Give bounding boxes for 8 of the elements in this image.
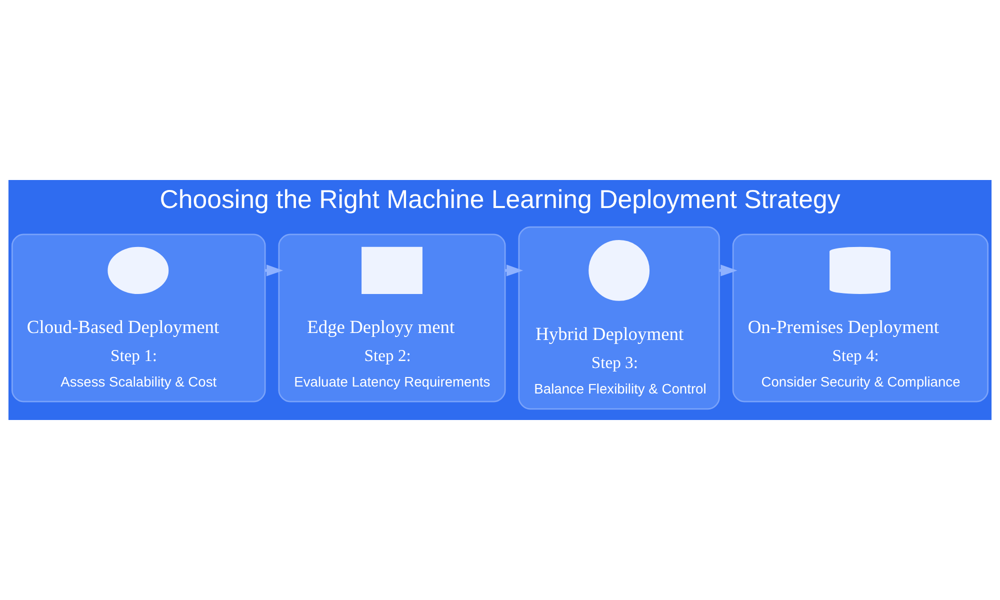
- cluster: Cloud-Based Deployment Step 1: Assess Scalability & Cost: [11, 234, 266, 402]
- cluster: On-Premises Deployment Step 4: Consider Security & Compliance: [732, 234, 989, 402]
- node-monitor: [362, 246, 422, 294]
- node-network: [588, 240, 650, 301]
- diagram-title: Choosing the Right Machine Learning Deployment Strategy: [160, 186, 840, 214]
- cluster: Hybrid Deployment Step 3: Balance Flexibility & Control: [518, 226, 720, 410]
- node-cloud: [108, 246, 169, 294]
- cluster: Edge Deployy ment Step 2: Evaluate Latency Requirements: [278, 234, 506, 402]
